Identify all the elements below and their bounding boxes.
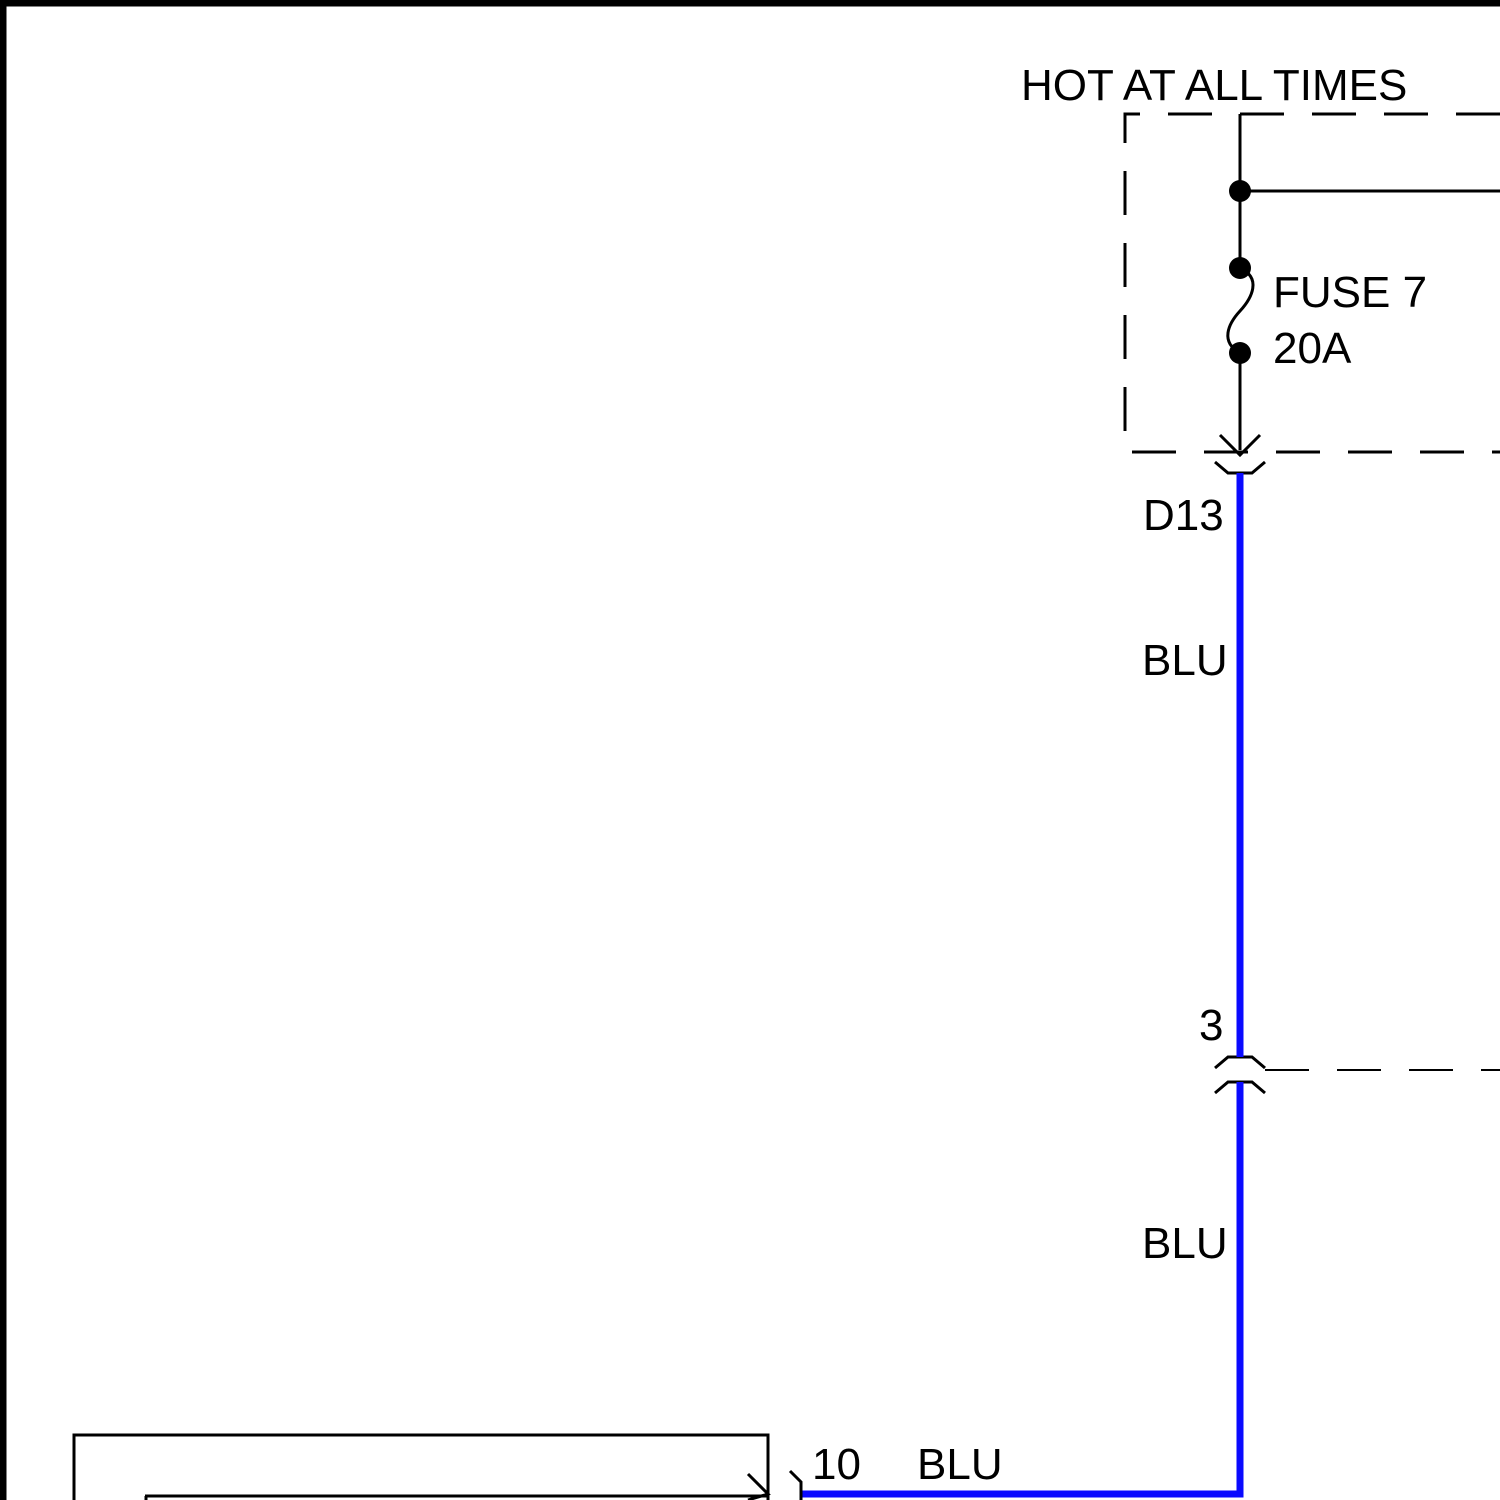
wire-color-label-lower: BLU [917,1440,1003,1489]
wire-color-label-upper: BLU [1142,636,1228,685]
fuse-7-symbol [1228,257,1253,364]
fuse-rating-label: 20A [1273,324,1352,373]
module-box [74,1435,768,1500]
connector-3-label: 3 [1199,1001,1223,1050]
power-source-label: HOT AT ALL TIMES [1021,61,1407,110]
splice-dot [1229,180,1251,202]
connector-d13-label: D13 [1143,491,1224,540]
wire-color-label-middle: BLU [1142,1219,1228,1268]
connector-10-label: 10 [812,1440,861,1489]
fuse-name-label: FUSE 7 [1273,268,1427,317]
wire-blu-lower [800,1082,1240,1494]
